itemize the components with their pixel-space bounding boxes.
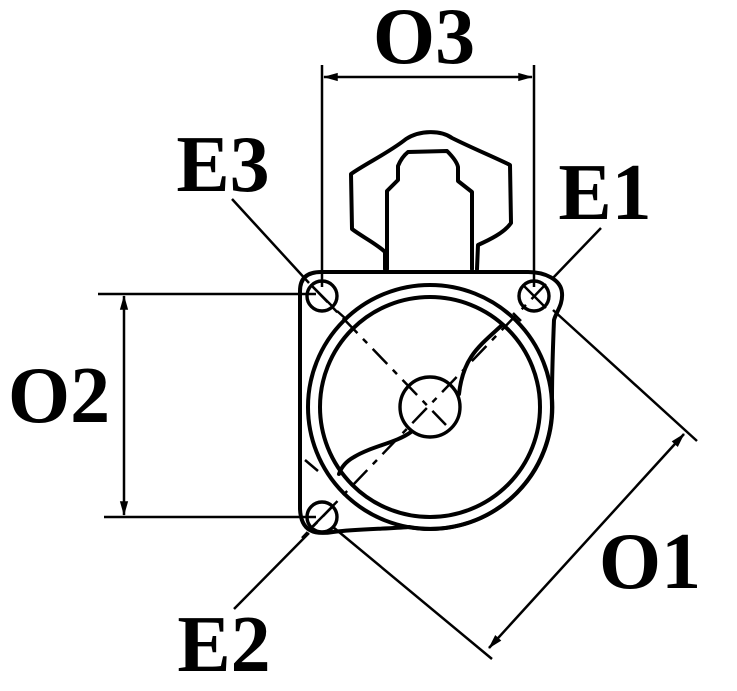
dimension-o2-group: O2 (8, 292, 316, 519)
callout-e1-group: E1 (551, 149, 652, 280)
o1-extension-line-lower (332, 526, 493, 660)
shaft-center-circle (398, 375, 462, 439)
flange-outline (298, 270, 565, 535)
bore-circle-outer (306, 283, 554, 531)
hole-crosshair-dash-a (304, 459, 319, 472)
label-o2: O2 (8, 352, 110, 440)
dimension-o1-group: O1 (332, 309, 701, 660)
solenoid-outline-inner (385, 149, 474, 271)
e3-leader-line (231, 198, 310, 284)
e2-leader-line (233, 532, 310, 610)
o1-extension-line-upper (552, 309, 698, 442)
callout-e2-group: E2 (177, 532, 310, 689)
e1-leader-line (551, 227, 602, 280)
label-o1: O1 (599, 518, 701, 606)
hole-crosshair-dash-c (336, 310, 347, 320)
lever-curve-lower (337, 430, 413, 476)
callout-e3-group: E3 (176, 121, 310, 284)
label-e2: E2 (177, 601, 270, 689)
hole-crosshair-dash-b (512, 312, 522, 322)
label-e1: E1 (558, 149, 651, 237)
lever-curve-upper (457, 324, 503, 396)
flange-body-group (298, 130, 565, 539)
label-o3: O3 (373, 0, 475, 81)
label-e3: E3 (176, 121, 269, 209)
bore-circle-inner (318, 295, 542, 519)
centerline-upperleft-to-center (312, 286, 447, 426)
o1-dimension-arrow-line (488, 433, 685, 649)
dimension-o3-group: O3 (320, 0, 536, 287)
centerline-upperright-to-lowerleft (301, 283, 547, 539)
solenoid-outline-outer (349, 130, 513, 271)
